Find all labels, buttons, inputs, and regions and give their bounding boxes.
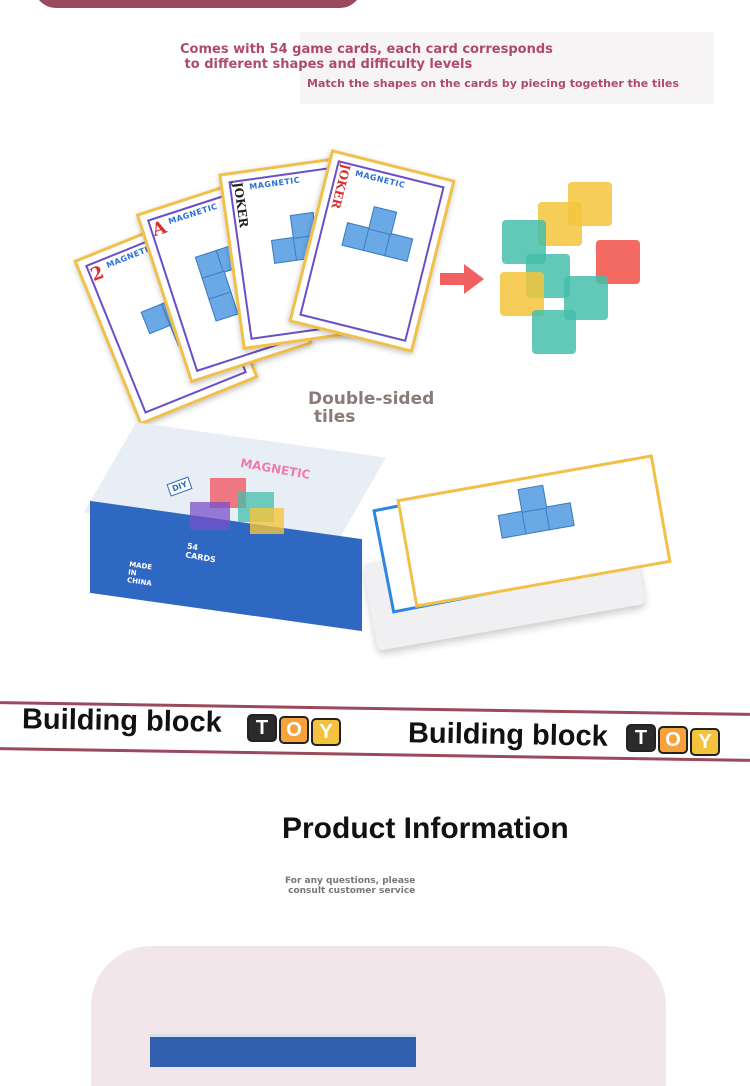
product-box-image bbox=[150, 1034, 416, 1067]
top-pill-decoration bbox=[34, 0, 362, 8]
toy-letter-tile: Y bbox=[690, 728, 720, 756]
section-title: Product Information bbox=[282, 812, 569, 845]
description-line-1: Comes with 54 game cards, each card corr… bbox=[180, 42, 553, 72]
box-origin-label: MADE IN CHINA bbox=[126, 560, 153, 588]
banner-text: Building block bbox=[407, 717, 609, 753]
double-sided-tiles-label: Double-sided tiles bbox=[308, 389, 435, 427]
toy-letter-tile: T bbox=[626, 724, 656, 752]
toy-letter-tile: O bbox=[658, 726, 688, 754]
arrow-right-icon bbox=[440, 264, 484, 294]
box-tiles-art bbox=[190, 478, 290, 538]
description-background bbox=[300, 32, 714, 104]
game-cards-illustration: 2 MAGNETIC A MAGNETIC JOKER MAGNETIC JOK… bbox=[73, 149, 456, 426]
description-line-2: Match the shapes on the cards by piecing… bbox=[307, 77, 679, 90]
banner-text: Building block bbox=[21, 703, 223, 739]
toy-letter-tile: O bbox=[279, 716, 309, 744]
magnetic-tiles-assembled bbox=[492, 176, 672, 366]
toy-letter-tile: Y bbox=[311, 718, 341, 746]
toy-letter-tile: T bbox=[247, 714, 277, 742]
building-block-toy-banner: Building block T O Y Building block T O … bbox=[0, 697, 750, 767]
section-subtitle: For any questions, please consult custom… bbox=[285, 876, 416, 896]
